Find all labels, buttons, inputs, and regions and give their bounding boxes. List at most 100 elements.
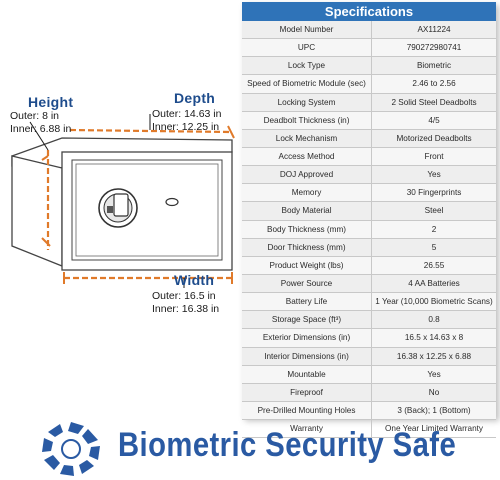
product-title: Biometric Security Safe xyxy=(118,426,457,464)
spec-value: 2 xyxy=(371,220,496,239)
spec-label: Access Method xyxy=(242,147,373,167)
spec-value: 5 xyxy=(371,238,496,257)
spec-row: Body Thickness (mm)2 xyxy=(242,220,496,239)
spec-label: Mountable xyxy=(242,365,373,384)
height-leader-line xyxy=(29,121,49,151)
spec-label: Warranty xyxy=(242,419,373,439)
spec-row: Door Thickness (mm)5 xyxy=(242,238,496,257)
spec-value: 4 AA Batteries xyxy=(371,274,496,294)
safe-door-frame xyxy=(71,159,223,261)
spec-label: Door Thickness (mm) xyxy=(242,238,373,257)
height-outer: Outer: 8 in xyxy=(10,110,60,122)
depth-label-group: Depth xyxy=(174,90,215,106)
spec-value: 1 Year (10,000 Biometric Scans) xyxy=(371,292,496,312)
width-inner: Inner: 16.38 in xyxy=(152,303,220,315)
spec-value: Yes xyxy=(371,165,496,185)
spec-label: Model Number xyxy=(242,21,373,40)
safe-diagram: Height Outer: 8 in Inner: 6.88 in Depth … xyxy=(0,60,238,380)
spec-value: One Year Limited Warranty xyxy=(371,419,496,439)
spec-label: Deadbolt Thickness (in) xyxy=(242,111,373,130)
spec-row: Interior Dimensions (in)16.38 x 12.25 x … xyxy=(242,347,496,366)
spec-value: 30 Fingerprints xyxy=(371,183,496,203)
spec-value: 26.55 xyxy=(371,256,496,275)
depth-inner: Inner: 12.25 in xyxy=(152,121,220,133)
spec-value: 16.5 x 14.63 x 8 xyxy=(371,328,496,348)
product-banner: Biometric Security Safe xyxy=(0,418,500,480)
width-values: Outer: 16.5 in Inner: 16.38 in xyxy=(152,290,219,316)
spec-label: Interior Dimensions (in) xyxy=(242,347,373,366)
spec-label: Lock Type xyxy=(242,56,373,76)
depth-outer: Outer: 14.63 in xyxy=(152,108,222,120)
spec-value: AX11224 xyxy=(371,21,496,40)
spec-value: Front xyxy=(371,147,496,167)
height-label-group: Height xyxy=(28,94,73,110)
spec-label: UPC xyxy=(242,38,373,58)
spec-row: Speed of Biometric Module (sec)2.46 to 2… xyxy=(242,74,496,94)
spec-label: Body Material xyxy=(242,201,373,221)
spec-value: 790272980741 xyxy=(371,38,496,58)
spec-label: Pre-Drilled Mounting Holes xyxy=(242,401,373,421)
spec-value: 3 (Back); 1 (Bottom) xyxy=(371,401,496,421)
spec-value: 0.8 xyxy=(371,310,496,330)
spec-value: Yes xyxy=(371,365,496,384)
spec-label: Exterior Dimensions (in) xyxy=(242,328,373,348)
safe-door-inner xyxy=(75,163,219,257)
spec-label: Body Thickness (mm) xyxy=(242,220,373,239)
spec-label: Fireproof xyxy=(242,383,373,402)
handle-icon xyxy=(107,206,113,213)
spec-label: Locking System xyxy=(242,93,373,112)
spec-value: 2.46 to 2.56 xyxy=(371,74,496,94)
safe-drawing xyxy=(11,114,235,288)
led-indicator-icon xyxy=(165,197,179,207)
spec-value: 4/5 xyxy=(371,111,496,130)
depth-title: Depth xyxy=(174,90,216,106)
spec-label: Power Source xyxy=(242,274,373,294)
spec-row: Exterior Dimensions (in)16.5 x 14.63 x 8 xyxy=(242,328,496,348)
spec-row: Deadbolt Thickness (in)4/5 xyxy=(242,111,496,130)
height-values: Outer: 8 in Inner: 6.88 in xyxy=(10,110,71,136)
width-label-group: Width xyxy=(174,272,214,288)
spec-value: Steel xyxy=(371,201,496,221)
width-outer: Outer: 16.5 in xyxy=(152,290,216,302)
height-inner: Inner: 6.88 in xyxy=(10,123,72,135)
spec-label: Battery Life xyxy=(242,292,373,312)
fingerprint-reader-icon xyxy=(113,193,129,217)
spec-value: Motorized Deadbolts xyxy=(371,129,496,148)
spec-row: Storage Space (ft³)0.8 xyxy=(242,310,496,330)
width-title: Width xyxy=(174,272,215,288)
shield-logo-icon xyxy=(42,422,100,476)
spec-value: Biometric xyxy=(371,56,496,76)
safe-left-side xyxy=(11,155,63,267)
depth-values: Outer: 14.63 in Inner: 12.25 in xyxy=(152,108,221,134)
spec-value: 2 Solid Steel Deadbolts xyxy=(371,93,496,112)
spec-value: 16.38 x 12.25 x 6.88 xyxy=(371,347,496,366)
height-title: Height xyxy=(28,94,74,110)
spec-label: Storage Space (ft³) xyxy=(242,310,373,330)
spec-label: Speed of Biometric Module (sec) xyxy=(242,74,373,94)
spec-label: Product Weight (lbs) xyxy=(242,256,373,275)
specifications-header: Specifications xyxy=(242,2,496,21)
spec-value: No xyxy=(371,383,496,402)
spec-label: Lock Mechanism xyxy=(242,129,373,148)
safe-front-face xyxy=(61,151,233,271)
spec-label: Memory xyxy=(242,183,373,203)
spec-label: DOJ Approved xyxy=(242,165,373,185)
spec-row: Product Weight (lbs)26.55 xyxy=(242,256,496,275)
